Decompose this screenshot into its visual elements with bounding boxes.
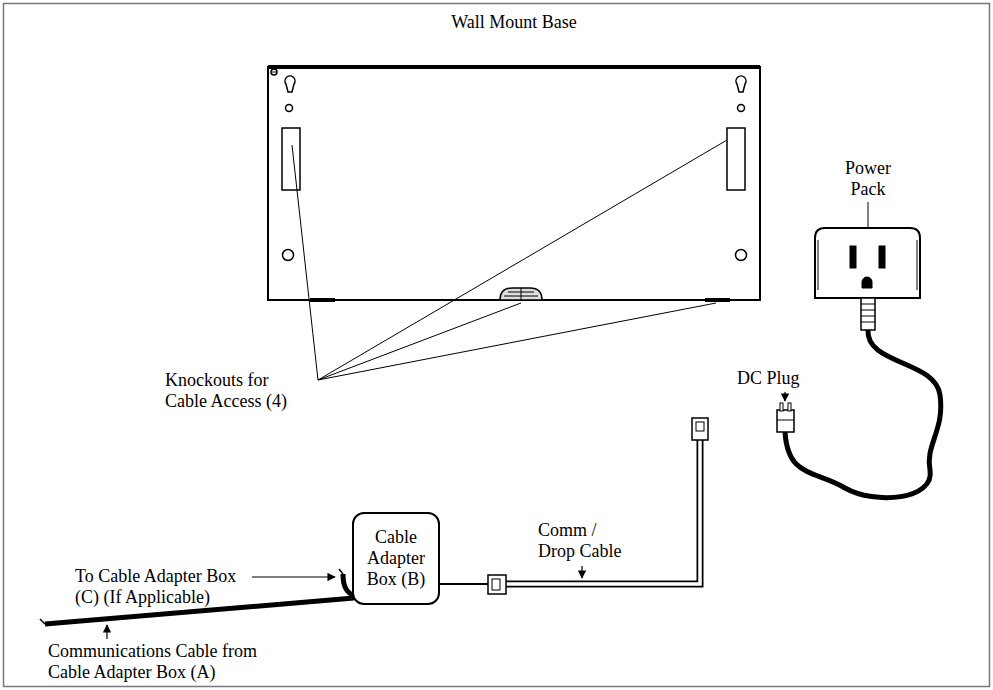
callout-label: Knockouts for Cable Access (4) <box>165 370 310 411</box>
callout-label: To Cable Adapter Box (C) (If Applicable) <box>75 566 245 607</box>
wall-mount-base: Wall Mount Base <box>268 8 760 302</box>
adapter-box: Cable Adapter Box (B) <box>352 512 440 605</box>
dc-plug <box>777 392 794 432</box>
frame <box>4 4 990 687</box>
callout-label: DC Plug <box>737 368 827 389</box>
node-text: Power Pack <box>837 158 899 199</box>
callout-label: Communications Cable from Cable Adapter … <box>48 641 268 682</box>
leader-lines <box>292 140 727 380</box>
node-text: Cable Adapter Box (B) <box>360 527 432 589</box>
callout-label: Comm / Drop Cable <box>538 520 628 561</box>
power-pack <box>785 202 941 498</box>
comm-drop-cable <box>440 418 708 594</box>
power-pack: Power Pack <box>810 158 926 300</box>
node-text: Wall Mount Base <box>272 12 756 33</box>
